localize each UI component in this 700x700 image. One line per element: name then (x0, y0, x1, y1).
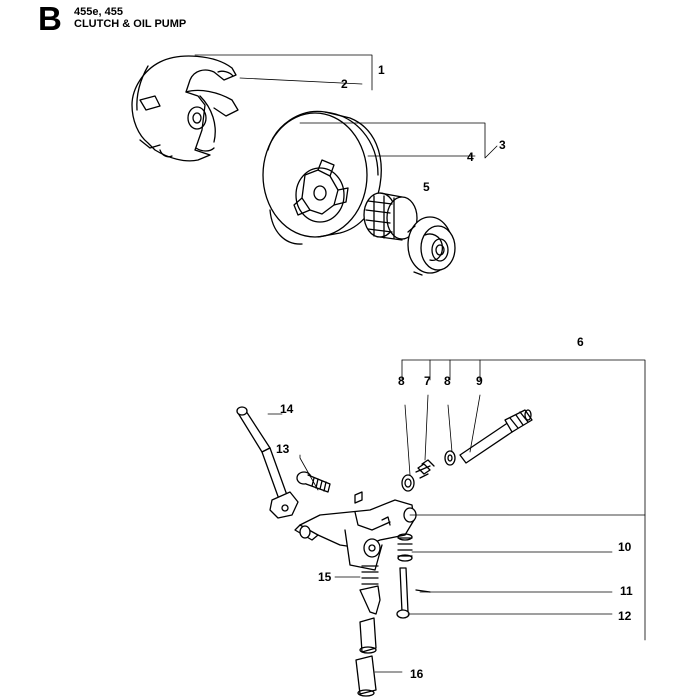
callout-6: 6 (577, 335, 584, 349)
callout-8b: 8 (444, 374, 451, 388)
plunger (359, 565, 381, 654)
callout-3: 3 (499, 138, 506, 152)
callout-14: 14 (280, 402, 294, 416)
callout-13: 13 (276, 442, 290, 456)
washer (407, 216, 456, 276)
clutch-drum (262, 110, 382, 245)
lever-arm (236, 406, 299, 519)
section-letter: B (38, 0, 62, 37)
callout-8a: 8 (398, 374, 405, 388)
callout-4: 4 (467, 150, 474, 164)
callout-15: 15 (318, 570, 332, 584)
washers-and-spring (401, 450, 456, 492)
valve-spring (397, 533, 413, 562)
callout-12: 12 (618, 609, 632, 623)
needle-bearing (363, 192, 418, 241)
callout-2: 2 (341, 77, 348, 91)
pump-shaft (459, 409, 533, 464)
diagram-title: CLUTCH & OIL PUMP (74, 18, 187, 30)
oil-pump-body (294, 491, 417, 571)
model-numbers: 455e, 455 (74, 6, 123, 18)
callout-7: 7 (424, 374, 431, 388)
leader-lines (194, 54, 646, 673)
callout-9: 9 (476, 374, 483, 388)
plunger-seal (355, 655, 377, 697)
callout-5: 5 (423, 180, 430, 194)
callout-16: 16 (410, 667, 424, 681)
callout-11: 11 (620, 584, 633, 598)
valve-pin (396, 567, 431, 619)
clutch-shoe-assembly (131, 55, 239, 162)
callout-10: 10 (618, 540, 632, 554)
callout-1: 1 (378, 63, 385, 77)
